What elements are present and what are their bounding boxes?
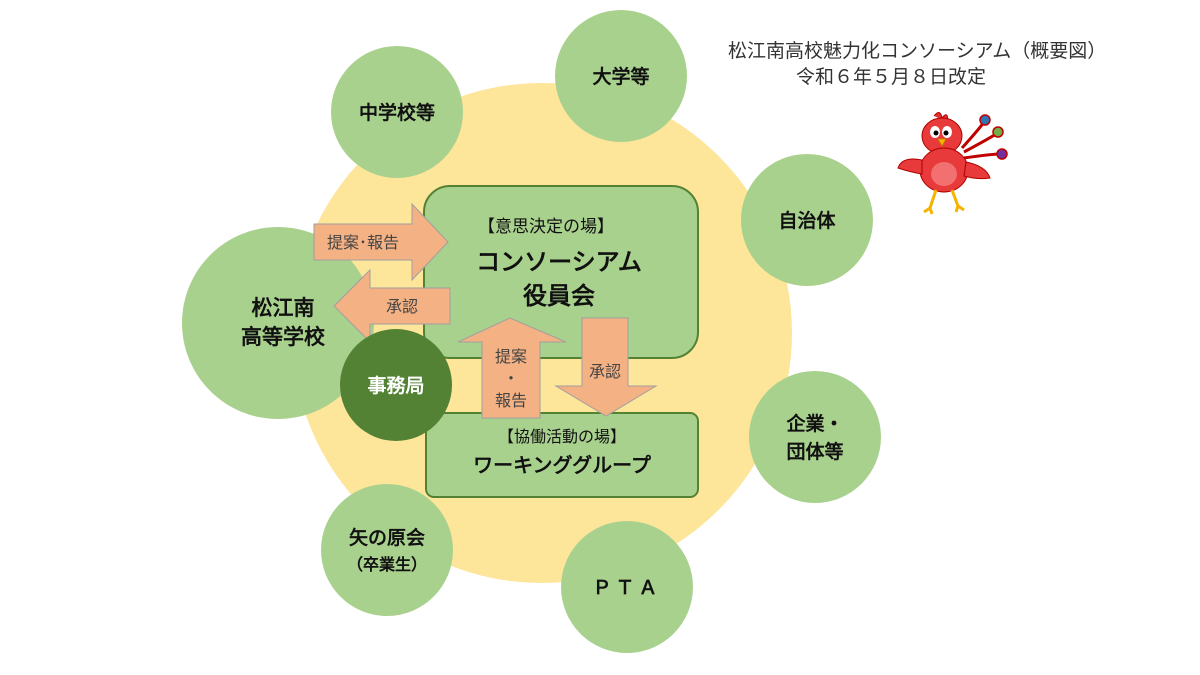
red-bird-mascot-icon (897, 112, 1008, 215)
board-title-1: コンソーシアム (476, 248, 642, 276)
partner-universities-label: 大学等 (592, 65, 649, 88)
arrow-approval-down-label: 承認 (589, 362, 621, 381)
arrow-approval-to-school: 承認 (333, 268, 451, 344)
partner-pta-label: ＰＴＡ (592, 577, 661, 599)
wg-title: ワーキンググループ (473, 453, 652, 477)
partner-alumni-label-2: （卒業生） (347, 555, 427, 574)
partner-companies: 企業・ 団体等 (749, 371, 881, 503)
diagram-title-date: 令和６年５月８日改定 (796, 66, 987, 88)
arrow-up-label-2: ・ (503, 369, 519, 388)
partner-junior-high-label: 中学校等 (359, 101, 435, 124)
consortium-board-box: 【意思決定の場】 コンソーシアム 役員会 (423, 185, 699, 359)
partner-alumni-label-1: 矢の原会 (349, 526, 425, 549)
arrow-board-to-wg: 承認 (554, 317, 658, 417)
arrow-proposal-to-board: 提案･報告 (313, 202, 449, 282)
school-label-2: 高等学校 (241, 325, 326, 349)
arrow-up-label-3: 報告 (495, 391, 527, 410)
school-label-1: 松江南 (252, 296, 315, 320)
wg-caption: 【協働活動の場】 (498, 427, 626, 446)
arrow-wg-to-board: 提案 ・ 報告 (457, 317, 567, 419)
arrow-approval-left-label: 承認 (386, 297, 418, 316)
partner-municipality: 自治体 (741, 154, 873, 286)
diagram-title-main: 松江南高校魅力化コンソーシアム（概要図） (728, 40, 1107, 62)
working-group-box: 【協働活動の場】 ワーキンググループ (425, 412, 699, 498)
board-title-2: 役員会 (523, 282, 595, 310)
partner-companies-label-1: 企業・ (785, 412, 843, 435)
arrow-proposal-label: 提案･報告 (327, 233, 399, 252)
partner-pta: ＰＴＡ (561, 521, 693, 653)
partner-universities: 大学等 (555, 10, 687, 142)
board-caption: 【意思決定の場】 (478, 217, 614, 237)
secretariat-node: 事務局 (340, 329, 452, 441)
arrow-up-label-1: 提案 (495, 347, 527, 366)
partner-junior-high: 中学校等 (331, 46, 463, 178)
partner-companies-label-2: 団体等 (786, 440, 843, 463)
partner-alumni: 矢の原会 （卒業生） (321, 484, 453, 616)
school-node: 松江南 高等学校 (182, 227, 374, 419)
secretariat-label: 事務局 (367, 374, 424, 397)
partner-municipality-label: 自治体 (778, 209, 836, 232)
